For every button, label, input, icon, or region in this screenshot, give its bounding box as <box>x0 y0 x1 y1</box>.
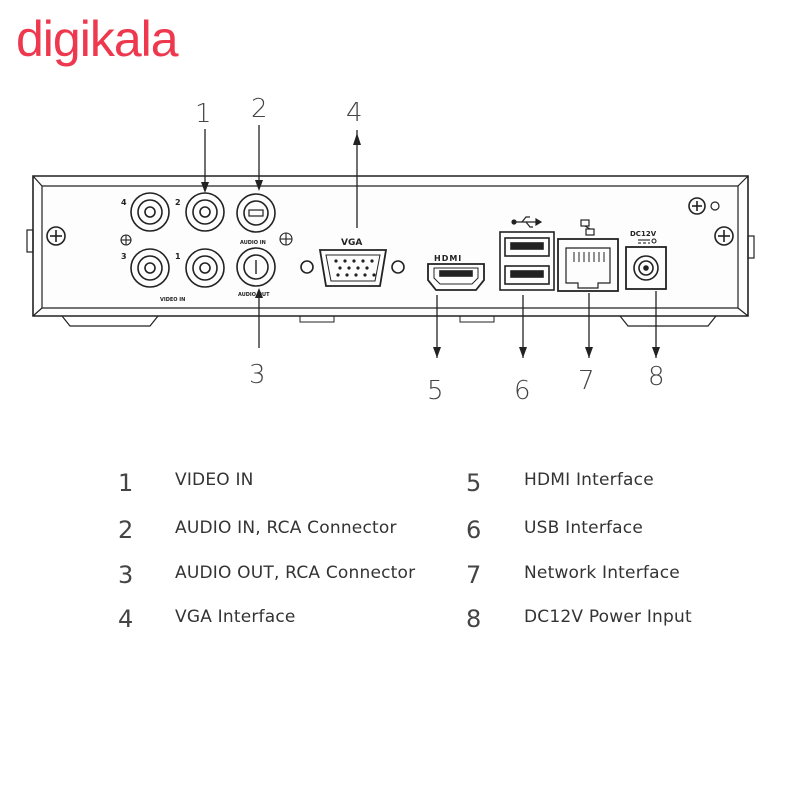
legend-label: DC12V Power Input <box>524 607 692 627</box>
callout-6: 6 <box>514 376 531 406</box>
legend-label: VIDEO IN <box>175 470 254 490</box>
callout-3: 3 <box>249 360 266 390</box>
bnc-port <box>130 192 170 232</box>
rca-audio-in-port <box>236 193 276 233</box>
legend-number: 2 <box>118 516 134 544</box>
dc-symbol-icon <box>638 238 657 244</box>
callout-2: 2 <box>251 94 268 124</box>
callout-7: 7 <box>578 366 595 396</box>
audio-in-label: AUDIO IN <box>240 240 266 246</box>
bnc-port <box>130 248 170 288</box>
legend-label: HDMI Interface <box>524 470 654 490</box>
legend-number: 4 <box>118 605 134 633</box>
screw-icon <box>714 226 734 246</box>
callout-1: 1 <box>195 99 212 129</box>
bnc-port <box>185 248 225 288</box>
usb-port <box>504 265 550 285</box>
plus-icon <box>279 232 293 246</box>
hdmi-port <box>427 263 485 291</box>
ethernet-port <box>557 219 619 292</box>
bnc-number-4: 4 <box>121 198 127 207</box>
vga-port <box>300 249 405 287</box>
usb-port <box>504 237 550 257</box>
bnc-number-2: 2 <box>175 198 181 207</box>
callout-8: 8 <box>648 362 665 392</box>
logo-text: digikala <box>16 14 179 67</box>
callout-5: 5 <box>427 376 444 406</box>
legend-label: VGA Interface <box>175 607 296 627</box>
bnc-number-3: 3 <box>121 252 127 261</box>
video-in-label: VIDEO IN <box>160 297 185 303</box>
legend-label: AUDIO IN, RCA Connector <box>175 518 397 538</box>
audio-out-label: AUDIO OUT <box>238 292 270 298</box>
callout-4: 4 <box>346 98 363 128</box>
usb-ports <box>499 216 555 291</box>
legend-number: 3 <box>118 561 134 589</box>
digikala-logo: digikala <box>16 14 180 67</box>
legend-number: 5 <box>466 469 482 497</box>
plus-icon <box>120 234 132 246</box>
ground-screw-icon <box>688 197 720 215</box>
rca-audio-out-port <box>236 247 276 287</box>
bnc-video-in-ports <box>120 192 225 288</box>
screw-icon <box>46 226 66 246</box>
bnc-number-1: 1 <box>175 252 181 261</box>
legend-number: 7 <box>466 561 482 589</box>
network-icon <box>580 219 595 236</box>
vga-label: VGA <box>341 238 362 248</box>
legend-label: Network Interface <box>524 563 680 583</box>
bnc-port <box>185 192 225 232</box>
legend-number: 6 <box>466 516 482 544</box>
dc12v-label: DC12V <box>630 230 657 238</box>
legend-label: AUDIO OUT, RCA Connector <box>175 563 416 583</box>
legend-number: 1 <box>118 469 134 497</box>
dc-power-port <box>625 238 667 290</box>
hdmi-label: HDMI <box>434 254 462 263</box>
legend-number: 8 <box>466 605 482 633</box>
legend-label: USB Interface <box>524 518 644 538</box>
chassis <box>26 175 755 327</box>
usb-icon <box>511 216 543 228</box>
